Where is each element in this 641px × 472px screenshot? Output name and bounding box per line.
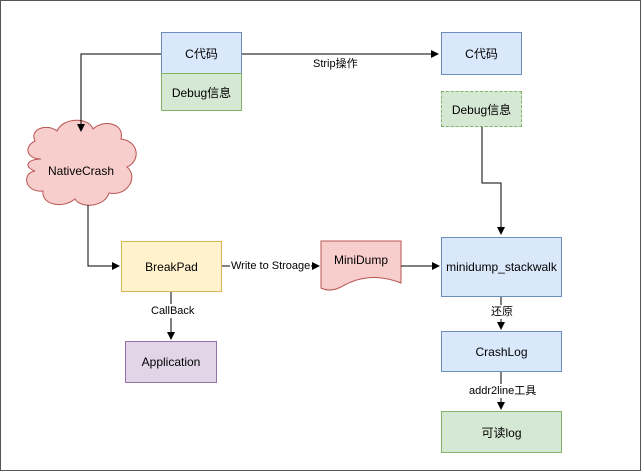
debug-info-kept-node: Debug信息 <box>441 91 522 127</box>
edge-debug-to-stackwalk <box>481 127 505 235</box>
edge-source-to-crash <box>77 53 161 132</box>
c-code-stripped-label: C代码 <box>465 47 498 61</box>
minidump-label: MiniDump <box>333 253 388 267</box>
debug-info-kept-label: Debug信息 <box>451 102 512 117</box>
edge-restore-label: 还原 <box>490 305 514 319</box>
readable-log-node: 可读log <box>441 411 562 453</box>
edge-callback-label: CallBack <box>150 304 196 318</box>
native-crash-label: NativeCrash <box>47 164 115 178</box>
debug-info-source-node: Debug信息 <box>161 73 242 111</box>
crashlog-node: CrashLog <box>441 331 562 372</box>
crashlog-label: CrashLog <box>475 344 528 359</box>
debug-info-source-label: Debug信息 <box>171 85 232 100</box>
breakpad-node: BreakPad <box>121 241 222 292</box>
native-crash-cloud <box>26 119 137 206</box>
edge-addr2line-label: addr2line工具 <box>468 384 538 398</box>
edge-crash-to-breakpad <box>87 205 120 270</box>
application-node: Application <box>125 341 217 383</box>
native-crash-node: NativeCrash <box>31 153 131 189</box>
c-code-source-node: C代码 <box>161 32 242 74</box>
breakpad-label: BreakPad <box>145 259 198 274</box>
edge-strip-label: Strip操作 <box>312 57 359 71</box>
edge-write-storage-label: Write to Stroage <box>230 259 312 273</box>
stackwalk-node: minidump_stackwalk <box>441 237 562 297</box>
c-code-stripped-node: C代码 <box>441 32 522 75</box>
minidump-document <box>320 240 402 291</box>
c-code-source-label: C代码 <box>185 46 218 61</box>
stackwalk-label: minidump_stackwalk <box>446 260 557 274</box>
application-label: Application <box>141 355 201 369</box>
readable-log-label: 可读log <box>481 425 522 440</box>
minidump-node: MiniDump <box>321 247 401 273</box>
